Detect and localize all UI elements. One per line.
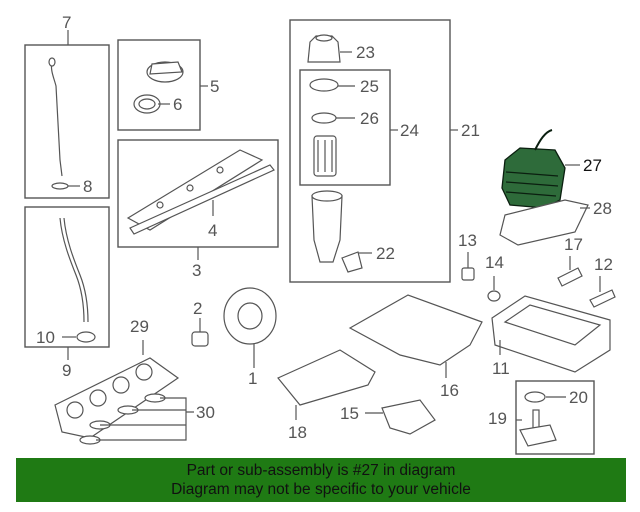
callout-23: 23	[356, 43, 375, 62]
callout-10: 10	[36, 328, 55, 347]
sealant-tube-17	[557, 267, 583, 287]
callout-17: 17	[564, 235, 583, 254]
callouts: 7 8 5 6 4 3 10 9 23 25 26 24 21 22 27 28…	[36, 13, 613, 442]
cooler-gasket	[499, 199, 589, 246]
box-dipstick-upper	[24, 44, 110, 199]
callout-3: 3	[192, 261, 201, 280]
callout-28: 28	[593, 199, 612, 218]
o-ring-26	[311, 112, 337, 124]
box-filter-kit	[299, 69, 391, 186]
callout-21: 21	[461, 121, 480, 140]
callout-15: 15	[340, 404, 359, 423]
dipstick-tube	[59, 217, 96, 343]
leader-lines	[62, 30, 601, 441]
filter-housing	[311, 190, 363, 273]
filter-cap	[307, 34, 341, 63]
callout-19: 19	[488, 409, 507, 428]
drain-washer	[487, 290, 501, 302]
oil-pan	[491, 295, 611, 373]
crank-pulley	[223, 287, 277, 345]
callout-14: 14	[485, 253, 504, 272]
sealant-tube-12	[589, 289, 616, 308]
callout-5: 5	[210, 77, 219, 96]
callout-27: 27	[583, 156, 602, 175]
callout-30: 30	[196, 403, 215, 422]
dipstick	[48, 57, 69, 190]
oil-cap	[146, 61, 184, 83]
box-filter-housing	[289, 19, 451, 283]
banner-line-1: Part or sub-assembly is #27 in diagram	[186, 462, 456, 479]
callout-11: 11	[492, 359, 510, 378]
callout-4: 4	[208, 221, 217, 240]
callout-26: 26	[360, 109, 379, 128]
info-banner: Part or sub-assembly is #27 in diagram D…	[16, 458, 626, 502]
oil-level-sensor	[519, 409, 557, 447]
callout-18: 18	[288, 423, 307, 442]
box-sensor	[515, 380, 595, 455]
callout-7: 7	[62, 13, 71, 32]
callout-1: 1	[248, 369, 257, 388]
box-cap	[117, 39, 201, 131]
sensor-seal	[524, 391, 546, 403]
callout-16: 16	[440, 381, 459, 400]
banner-line-2: Diagram may not be specific to your vehi…	[171, 481, 471, 498]
oil-cooler-highlighted	[501, 129, 566, 209]
callout-13: 13	[458, 231, 477, 250]
oil-pump-bracket	[381, 399, 436, 435]
windage-tray	[277, 349, 376, 406]
callout-20: 20	[569, 388, 588, 407]
valve-cover	[126, 149, 275, 235]
callout-25: 25	[360, 77, 379, 96]
callout-22: 22	[376, 244, 395, 263]
o-ring-25	[309, 78, 339, 92]
upper-oil-pan	[348, 294, 483, 366]
filter-element	[313, 135, 337, 177]
callout-12: 12	[594, 255, 613, 274]
callout-2: 2	[193, 299, 202, 318]
callout-9: 9	[62, 361, 71, 380]
callout-8: 8	[83, 177, 92, 196]
pulley-bolt	[191, 331, 209, 347]
cap-seal	[133, 94, 161, 114]
drain-plug	[461, 267, 475, 281]
callout-6: 6	[173, 95, 182, 114]
callout-24: 24	[400, 121, 419, 140]
box-dipstick-tube	[24, 206, 110, 348]
callout-29: 29	[130, 317, 149, 336]
